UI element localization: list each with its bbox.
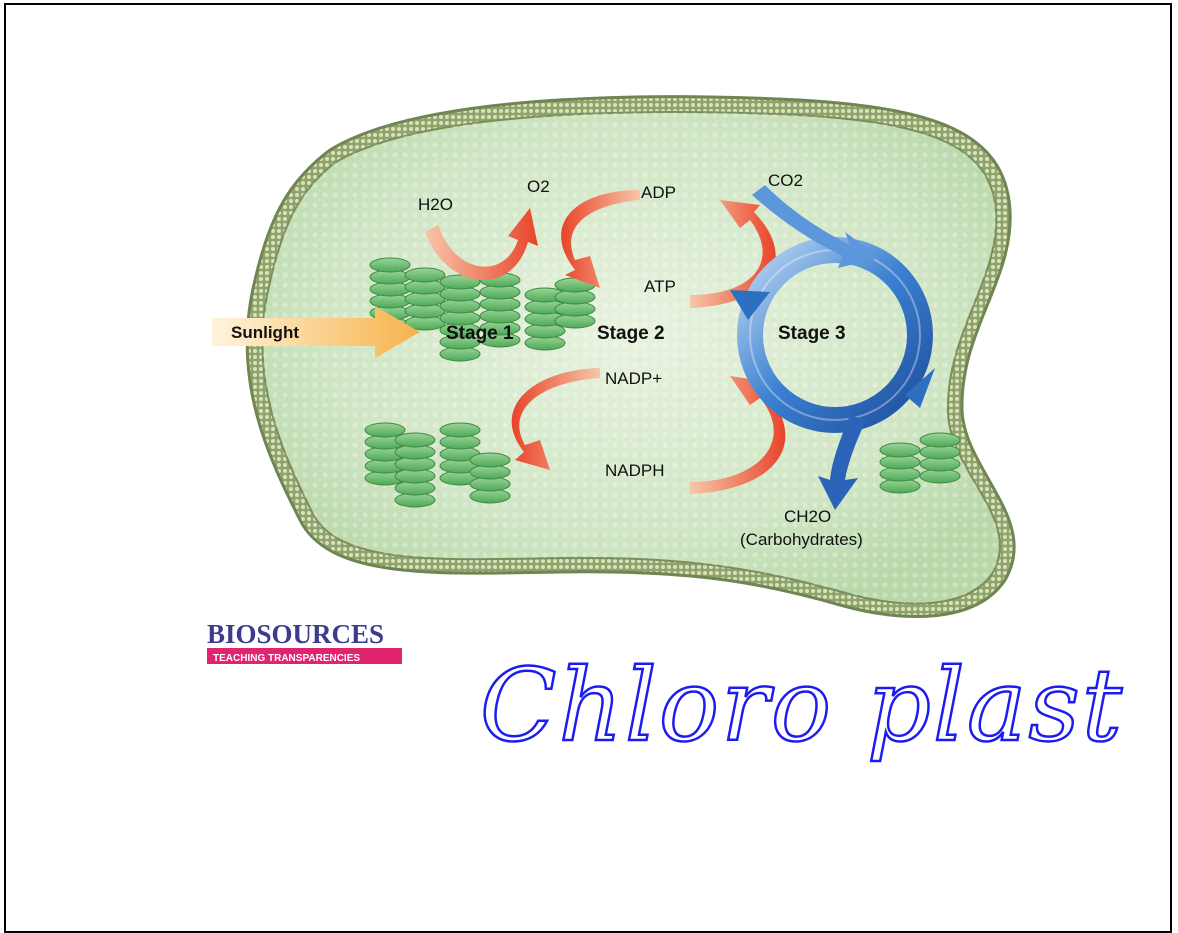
logo-subtitle: TEACHING TRANSPARENCIES bbox=[213, 653, 360, 664]
label-carbohydrates: (Carbohydrates) bbox=[740, 530, 863, 549]
handwritten-annotation: Chloro plast bbox=[480, 647, 1124, 764]
label-stage-1: Stage 1 bbox=[446, 323, 514, 344]
label-sunlight: Sunlight bbox=[231, 323, 299, 342]
label-stage-3: Stage 3 bbox=[778, 323, 846, 344]
label-atp: ATP bbox=[644, 277, 676, 296]
biosources-logo: BIOSOURCES TEACHING TRANSPARENCIES bbox=[207, 619, 402, 664]
label-adp: ADP bbox=[641, 183, 676, 202]
granum-stack bbox=[405, 268, 445, 330]
chloroplast-outline bbox=[247, 97, 1014, 617]
label-o2: O2 bbox=[527, 177, 550, 196]
label-nadp-plus: NADP+ bbox=[605, 369, 662, 388]
label-stage-2: Stage 2 bbox=[597, 323, 665, 344]
label-co2: CO2 bbox=[768, 171, 803, 190]
label-h2o: H2O bbox=[418, 195, 453, 214]
label-ch2o: CH2O bbox=[784, 507, 831, 526]
label-nadph: NADPH bbox=[605, 461, 665, 480]
logo-wordmark: BIOSOURCES bbox=[207, 619, 384, 649]
